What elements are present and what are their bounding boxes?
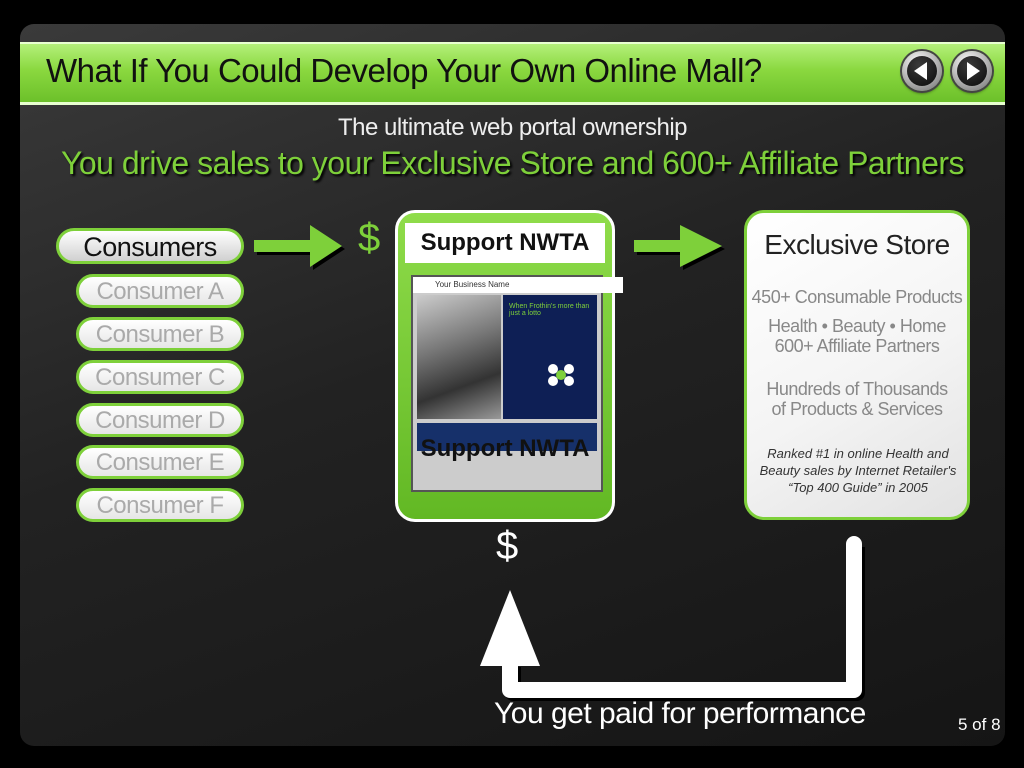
store-line: Health • Beauty • Home bbox=[768, 316, 946, 336]
slide: What If You Could Develop Your Own Onlin… bbox=[20, 24, 1005, 746]
consumer-a: Consumer A bbox=[76, 274, 244, 308]
consumer-f: Consumer F bbox=[76, 488, 244, 522]
return-arrow-icon bbox=[480, 536, 865, 701]
consumer-c: Consumer C bbox=[76, 360, 244, 394]
dollar-icon: $ bbox=[496, 524, 519, 568]
consumer-b: Consumer B bbox=[76, 317, 244, 351]
store-line: of Products & Services bbox=[771, 399, 943, 419]
preview-header: Your Business Name bbox=[413, 277, 623, 293]
page-title: What If You Could Develop Your Own Onlin… bbox=[46, 52, 762, 89]
website-preview: Your Business Name When Frothin's more t… bbox=[411, 275, 623, 492]
store-title: Exclusive Store bbox=[764, 229, 950, 260]
consumer-d: Consumer D bbox=[76, 403, 244, 437]
store-ranking-note: Ranked #1 in online Health and Beauty sa… bbox=[759, 446, 957, 495]
store-line: 450+ Consumable Products bbox=[751, 287, 963, 307]
preview-text: When Frothin's more than just a lotto bbox=[509, 303, 590, 317]
flower-logo-icon bbox=[548, 364, 574, 386]
subtitle: The ultimate web portal ownership bbox=[337, 114, 688, 141]
payment-message: You get paid for performance bbox=[494, 697, 866, 730]
store-line: 600+ Affiliate Partners bbox=[774, 336, 940, 356]
dollar-icon: $ bbox=[358, 216, 381, 260]
exclusive-store-box: Exclusive Store 450+ Consumable Products… bbox=[744, 210, 970, 520]
chevron-right-icon bbox=[967, 62, 980, 80]
next-slide-button[interactable] bbox=[952, 51, 992, 91]
support-label-bottom: Support NWTA bbox=[420, 435, 590, 462]
arrow-right-icon bbox=[254, 225, 345, 270]
arrow-right-icon bbox=[634, 225, 725, 270]
preview-panel: When Frothin's more than just a lotto bbox=[503, 295, 597, 419]
store-line: Hundreds of Thousands bbox=[766, 379, 948, 399]
support-label-top: Support NWTA bbox=[405, 223, 605, 263]
consumers-label: Consumers bbox=[56, 228, 244, 264]
surfer-image bbox=[417, 295, 501, 419]
preview-footer bbox=[417, 423, 597, 451]
previous-slide-button[interactable] bbox=[902, 51, 942, 91]
support-box: Support NWTA Your Business Name When Fro… bbox=[395, 210, 623, 522]
consumer-e: Consumer E bbox=[76, 445, 244, 479]
chevron-left-icon bbox=[914, 62, 927, 80]
headline: You drive sales to your Exclusive Store … bbox=[60, 145, 965, 181]
title-bar: What If You Could Develop Your Own Onlin… bbox=[20, 42, 1005, 105]
page-indicator: 5 of 8 bbox=[958, 715, 1001, 734]
flow-arrows bbox=[254, 225, 865, 701]
